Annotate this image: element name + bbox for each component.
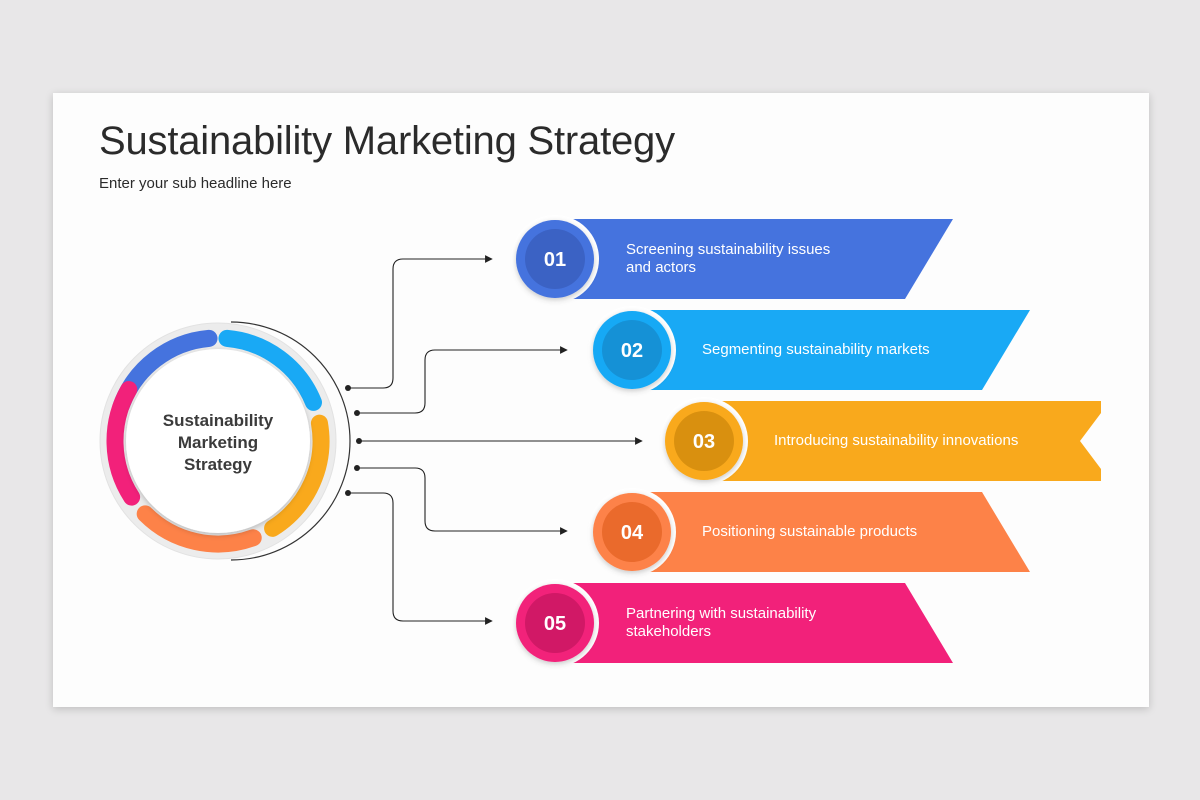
step-04-banner xyxy=(649,492,1030,572)
connector-05 xyxy=(348,492,493,625)
step-04: 04 xyxy=(588,488,1030,576)
step-04-badge-inner xyxy=(602,502,662,562)
connector-dots xyxy=(345,385,362,496)
step-05-number: 05 xyxy=(544,613,566,635)
step-01: 01 xyxy=(511,215,953,303)
step-03-banner xyxy=(721,401,1101,481)
connector-dot-01 xyxy=(345,385,351,391)
step-02-label: Segmenting sustainability markets xyxy=(702,341,930,358)
step-02-badge-inner xyxy=(602,320,662,380)
hub-segment-03 xyxy=(264,414,330,537)
page-title: Sustainability Marketing Strategy xyxy=(99,119,675,163)
step-03: 03 xyxy=(660,397,1101,485)
hub-segment-04 xyxy=(136,505,262,553)
step-03-badge-inner xyxy=(674,411,734,471)
connector-02 xyxy=(357,346,568,414)
connector-dot-05 xyxy=(345,490,351,496)
hub-segment-05 xyxy=(106,381,141,506)
diagram: 01 02 03 04 05 xyxy=(99,215,1101,667)
hub-segments xyxy=(106,329,330,553)
connector-dot-03 xyxy=(356,438,362,444)
step-04-number: 04 xyxy=(621,522,644,544)
step-03-number: 03 xyxy=(693,431,715,453)
step-05-badge-inner xyxy=(525,593,585,653)
hub-outer-arc xyxy=(230,321,351,561)
hub-label: Sustainability Marketing Strategy xyxy=(162,411,274,474)
step-01-badge-inner xyxy=(525,229,585,289)
step-02: 02 xyxy=(588,306,1030,394)
connector-dot-04 xyxy=(354,465,360,471)
step-01-number: 01 xyxy=(544,249,566,271)
connector-04 xyxy=(357,467,568,535)
connector-dot-02 xyxy=(354,410,360,416)
hub-segment-02 xyxy=(218,329,322,411)
step-01-label: Screening sustainability issues and acto… xyxy=(626,241,831,276)
step-01-banner xyxy=(573,219,953,299)
page-subtitle: Enter your sub headline here xyxy=(99,175,292,192)
step-05: 05 xyxy=(511,579,953,667)
step-03-label: Introducing sustainability innovations xyxy=(774,432,1019,449)
step-02-number: 02 xyxy=(621,340,643,362)
hub-center xyxy=(126,349,310,533)
step-04-label: Positioning sustainable products xyxy=(702,523,918,540)
hub xyxy=(99,321,351,561)
step-02-banner xyxy=(649,310,1030,390)
step-05-banner xyxy=(573,583,953,663)
slide: Sustainability Marketing Strategy Enter … xyxy=(53,93,1149,707)
connectors xyxy=(348,255,643,625)
step-05-label: Partnering with sustainability stakehold… xyxy=(626,605,817,640)
connector-01 xyxy=(348,255,493,389)
